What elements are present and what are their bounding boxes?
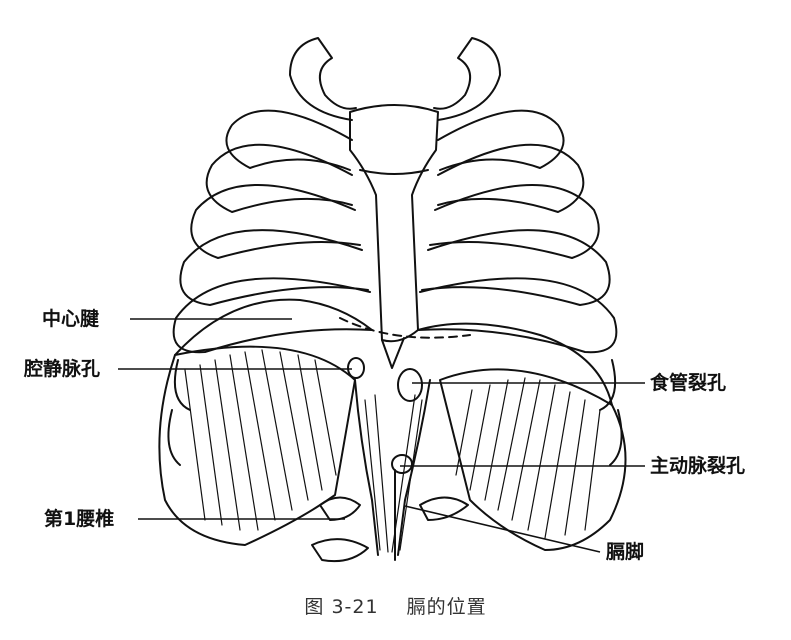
right-first-rib — [433, 37, 501, 121]
right-crus — [397, 379, 431, 556]
left-crus — [354, 379, 379, 556]
right-rib-4 — [429, 184, 600, 259]
right-rib-6 — [417, 277, 618, 354]
caption-number: 图 3-21 — [304, 596, 379, 618]
sternum — [349, 104, 439, 343]
esophageal-hiatus-shape — [397, 368, 423, 402]
figure-caption: 图 3-21 膈的位置 — [0, 592, 791, 619]
right-muscle-striations — [455, 377, 601, 539]
vertebra-l2 — [311, 538, 369, 563]
left-rib-8 — [167, 409, 181, 466]
left-rib-6 — [172, 277, 373, 354]
label-central-tendon: 中心腱 — [42, 308, 100, 330]
right-rib-3 — [437, 143, 585, 213]
vertebra-right — [419, 496, 469, 521]
label-l1-vertebra: 第1腰椎 — [44, 508, 115, 530]
leader-diaphragm-crus — [404, 505, 601, 553]
left-diaphragm-muscle — [158, 345, 356, 546]
left-rib-2 — [225, 109, 353, 171]
right-rib-8 — [609, 409, 623, 466]
label-diaphragm-crus: 膈脚 — [606, 541, 645, 563]
right-rib-2 — [437, 109, 565, 171]
label-vena-caval-foramen: 腔静脉孔 — [24, 358, 101, 380]
caption-title: 膈的位置 — [406, 596, 487, 618]
crus-fibres — [364, 394, 423, 553]
label-aortic-hiatus: 主动脉裂孔 — [650, 455, 746, 477]
left-muscle-striations — [184, 349, 337, 531]
aortic-hiatus-shape — [391, 454, 413, 474]
xiphoid-process — [381, 337, 405, 369]
left-diaphragm-dome — [174, 298, 373, 356]
vertebra-l1 — [319, 496, 361, 521]
left-first-rib — [289, 37, 357, 121]
right-rib-5 — [421, 229, 611, 306]
label-esophageal-hiatus: 食管裂孔 — [650, 372, 727, 394]
right-diaphragm-muscle — [439, 368, 627, 551]
left-rib-5 — [179, 229, 369, 306]
vena-caval-foramen-shape — [347, 357, 365, 379]
left-rib-7 — [174, 359, 191, 411]
sternum-manubrium-joint — [359, 169, 429, 175]
left-rib-3 — [205, 143, 353, 213]
left-rib-4 — [190, 184, 361, 259]
right-diaphragm-dome — [417, 322, 613, 406]
right-rib-7 — [599, 359, 616, 411]
diaphragm-dashed-line — [339, 317, 471, 339]
